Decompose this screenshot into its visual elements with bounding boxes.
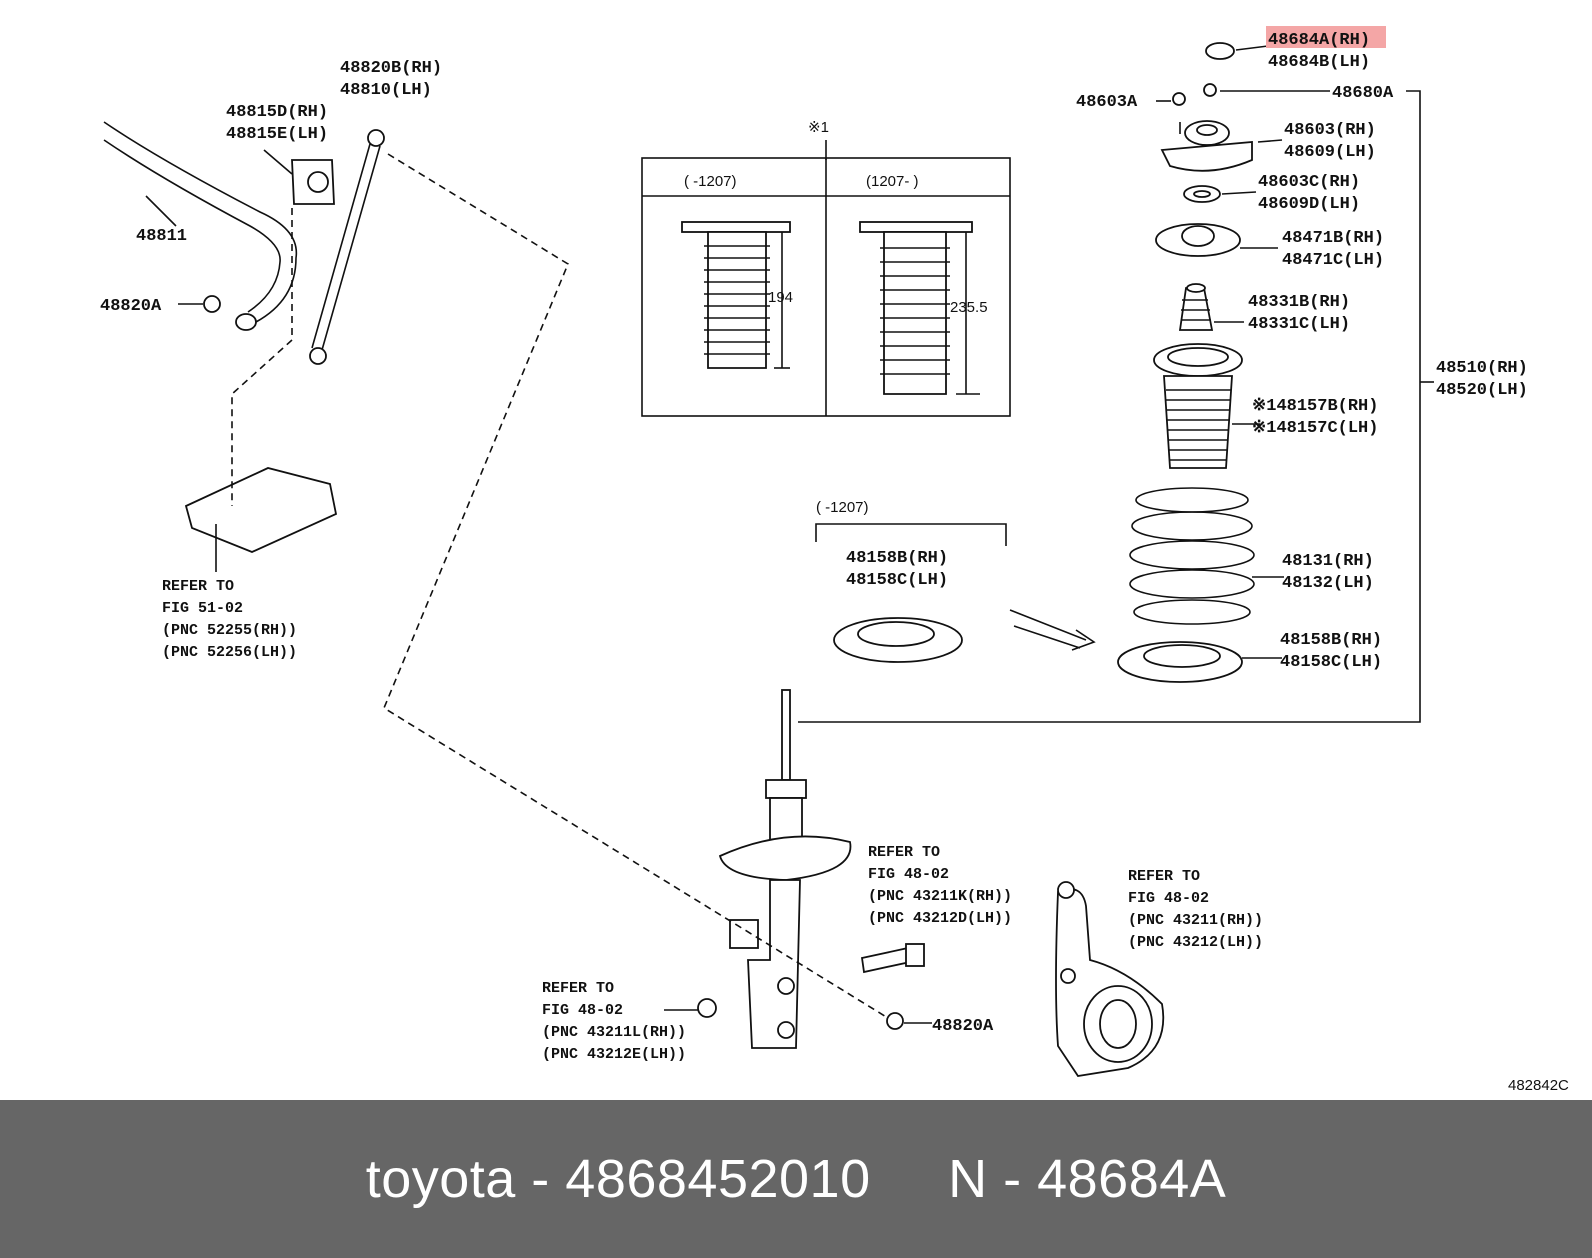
callout-48158c-right: 48158C(LH) (1280, 653, 1382, 672)
callout-48158b-right: 48158B(RH) (1280, 631, 1382, 650)
callout-48820b: 48820B(RH) (340, 59, 442, 78)
callout-labels: 48684A(RH) 48684B(LH) 48680A 48603A 4860… (100, 26, 1528, 1036)
inset-note-mark: ※1 (808, 119, 829, 136)
callout-48684b: 48684B(LH) (1268, 53, 1370, 72)
refer-line: FIG 51-02 (162, 600, 243, 617)
refer-line: (PNC 43211L(RH)) (542, 1024, 686, 1041)
callout-48680a: 48680A (1332, 84, 1394, 103)
callout-48331c: 48331C(LH) (1248, 315, 1350, 334)
callout-48510: 48510(RH) (1436, 359, 1528, 378)
callout-48810: 48810(LH) (340, 81, 432, 100)
parts-diagram: 48684A(RH) 48684B(LH) 48680A 48603A 4860… (100, 26, 1569, 1094)
refer-line: (PNC 43211K(RH)) (868, 888, 1012, 905)
refer-line: FIG 48-02 (868, 866, 949, 883)
refer-block-4: REFER TO FIG 48-02 (PNC 43211L(RH)) (PNC… (542, 980, 686, 1063)
callout-48131: 48131(RH) (1282, 552, 1374, 571)
refer-line: (PNC 43212(LH)) (1128, 934, 1263, 951)
callout-48815e: 48815E(LH) (226, 125, 328, 144)
callout-48609: 48609(LH) (1284, 143, 1376, 162)
callout-48609d: 48609D(LH) (1258, 195, 1360, 214)
refer-line: REFER TO (1128, 868, 1200, 885)
refer-line: FIG 48-02 (542, 1002, 623, 1019)
highlight-marker (1266, 26, 1386, 48)
inset-col2-header: (1207- ) (866, 173, 919, 190)
refer-line: REFER TO (162, 578, 234, 595)
seat-note: ( -1207) (816, 499, 869, 516)
refer-line: REFER TO (542, 980, 614, 997)
refer-line: (PNC 43211(RH)) (1128, 912, 1263, 929)
stabilizer-bar (103, 121, 889, 1019)
figure-code: 482842C (1508, 1077, 1569, 1094)
callout-48603c: 48603C(RH) (1258, 173, 1360, 192)
inset-labels: ※1 ( -1207) (1207- ) 194 235.5 ( -1207) (684, 119, 988, 516)
callout-48471b: 48471B(RH) (1282, 229, 1384, 248)
callout-48157c: ※148157C(LH) (1252, 419, 1378, 438)
refer-block-2: REFER TO FIG 48-02 (PNC 43211K(RH)) (PNC… (868, 844, 1012, 927)
inset-dim1: 194 (768, 289, 793, 306)
callout-48158b-middle: 48158B(RH) (846, 549, 948, 568)
steering-knuckle (1055, 881, 1165, 1077)
callout-48811: 48811 (136, 227, 187, 246)
callout-48471c: 48471C(LH) (1282, 251, 1384, 270)
callout-48603a: 48603A (1076, 93, 1138, 112)
callout-48603: 48603(RH) (1284, 121, 1376, 140)
refer-line: (PNC 52256(LH)) (162, 644, 297, 661)
footer-caption: toyota - 4868452010 N - 48684A (365, 1149, 1227, 1209)
refer-block-3: REFER TO FIG 48-02 (PNC 43211(RH)) (PNC … (1128, 868, 1263, 951)
refer-line: REFER TO (868, 844, 940, 861)
callout-48820a-left: 48820A (100, 297, 162, 316)
footer-bar: toyota - 4868452010 N - 48684A (0, 1100, 1592, 1258)
callout-48158c-middle: 48158C(LH) (846, 571, 948, 590)
boot-length-inset (641, 140, 1011, 417)
refer-line: (PNC 43212E(LH)) (542, 1046, 686, 1063)
refer-line: (PNC 52255(RH)) (162, 622, 297, 639)
lower-seat-option (815, 523, 1096, 663)
refer-block-1: REFER TO FIG 51-02 (PNC 52255(RH)) (PNC … (162, 578, 297, 661)
callout-48132: 48132(LH) (1282, 574, 1374, 593)
inset-col1-header: ( -1207) (684, 173, 737, 190)
strut-assembly (664, 689, 932, 1049)
inset-dim2: 235.5 (950, 299, 988, 316)
refer-line: FIG 48-02 (1128, 890, 1209, 907)
callout-48331b: 48331B(RH) (1248, 293, 1350, 312)
upper-mount-parts (798, 42, 1434, 723)
callout-48820a-bottom: 48820A (932, 1017, 994, 1036)
refer-line: (PNC 43212D(LH)) (868, 910, 1012, 927)
callout-48520: 48520(LH) (1436, 381, 1528, 400)
callout-48684a: 48684A(RH) (1268, 31, 1370, 50)
callout-48157b: ※148157B(RH) (1252, 397, 1378, 416)
callout-48815d: 48815D(RH) (226, 103, 328, 122)
